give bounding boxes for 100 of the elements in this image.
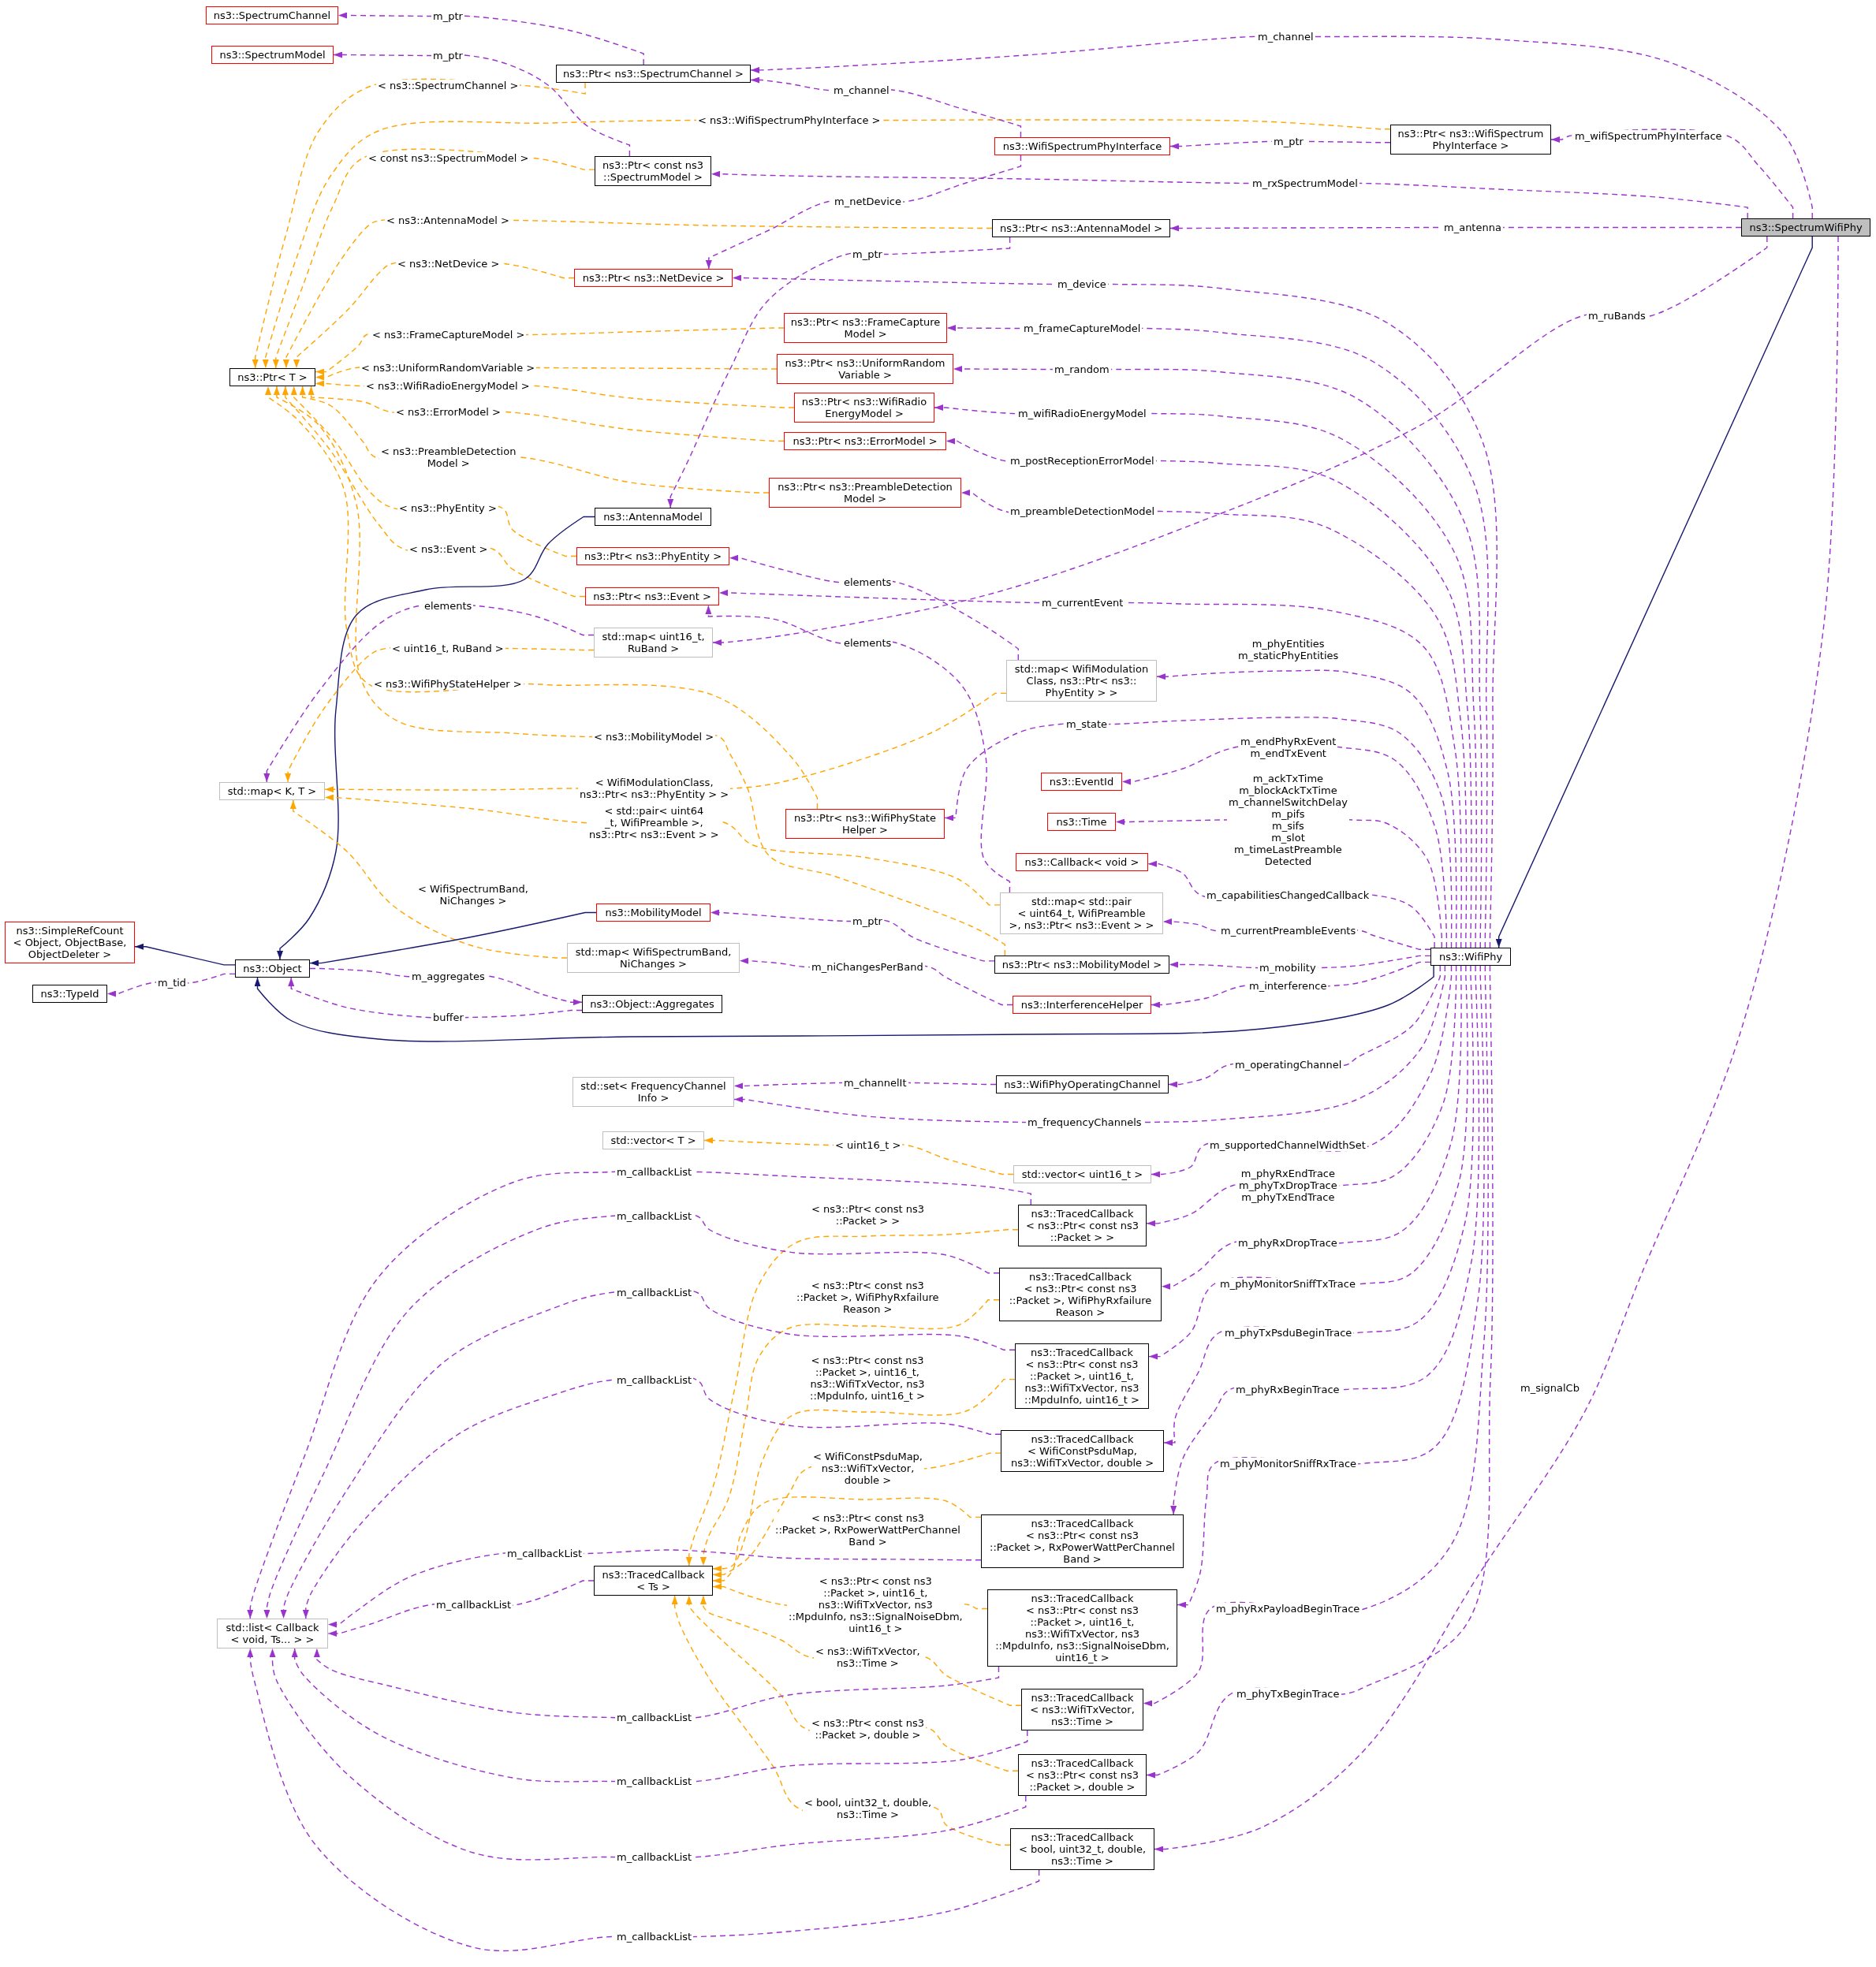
edge-label: m_callbackList xyxy=(615,1712,694,1723)
edge-label: m_phyRxDropTrace xyxy=(1236,1237,1339,1249)
class-box: ns3::Ptr< ns3::ErrorModel > xyxy=(784,432,946,450)
edge-label: m_ptr xyxy=(851,248,884,260)
class-box: ns3::TracedCallback < ns3::Ptr< const ns3 ::Packet >, WifiPhyRxfailure Reason > xyxy=(999,1268,1162,1321)
class-box: ns3::Ptr< ns3::Event > xyxy=(585,587,719,605)
class-box: ns3::SimpleRefCount < Object, ObjectBase, ObjectDeleter > xyxy=(5,922,135,963)
class-box: ns3::TracedCallback < Ts > xyxy=(594,1566,713,1596)
edge-label: < ns3::PreambleDetection Model > xyxy=(379,445,518,469)
edge-label: m_channel xyxy=(1256,31,1315,43)
edge-label: m_frameCaptureModel xyxy=(1022,322,1143,334)
class-box: ns3::Ptr< const ns3 ::SpectrumModel > xyxy=(595,156,711,186)
edge-label: m_ruBands xyxy=(1587,310,1647,322)
edge-label: elements xyxy=(423,600,474,612)
dashed-arrow xyxy=(710,909,995,962)
edge-label: m_wifiSpectrumPhyInterface xyxy=(1573,130,1724,142)
edge-label: < ns3::PhyEntity > xyxy=(397,502,498,514)
dashed-arrow xyxy=(338,12,644,65)
dashed-arrow xyxy=(1169,225,1742,232)
class-box: ns3::WifiPhy xyxy=(1430,948,1511,966)
edge-label: m_postReceptionErrorModel xyxy=(1009,455,1156,467)
edge-label: m_currentEvent xyxy=(1040,597,1125,609)
dashed-arrow xyxy=(272,148,595,369)
class-box: ns3::WifiPhyOperatingChannel xyxy=(996,1075,1169,1093)
edge-label: elements xyxy=(842,576,893,588)
class-box: ns3::Ptr< ns3::MobilityModel > xyxy=(994,956,1169,974)
class-box: std::vector< uint16_t > xyxy=(1013,1165,1151,1183)
edge-label: m_phyTxPsduBeginTrace xyxy=(1223,1327,1354,1339)
class-box: ns3::Callback< void > xyxy=(1016,853,1148,871)
class-box: ns3::EventId xyxy=(1041,773,1122,791)
edge-label: m_callbackList xyxy=(615,1374,694,1386)
class-box: ns3::Time xyxy=(1047,813,1116,831)
dashed-arrow xyxy=(667,237,1011,509)
class-box: ns3::TracedCallback < ns3::WifiTxVector, ns3::Time > xyxy=(1021,1689,1143,1730)
edge-label: m_callbackList xyxy=(615,1775,694,1787)
dashed-arrow xyxy=(712,236,1768,646)
edge-label: < ns3::MobilityModel > xyxy=(592,731,716,743)
class-box: ns3::TracedCallback < bool, uint32_t, double, ns3::Time > xyxy=(1010,1828,1154,1870)
class-box: std::map< WifiSpectrumBand, NiChanges > xyxy=(567,943,740,973)
edge-label: < ns3::Ptr< const ns3 ::Packet >, uint16_t, ns3::WifiTxVector, ns3 ::MpduInfo, uint16_t > xyxy=(808,1354,927,1402)
edge-label: m_frequencyChannels xyxy=(1026,1116,1143,1128)
edge-label: < std::pair< uint64 _t, WifiPreamble >, ns3::Ptr< ns3::Event > > xyxy=(587,805,721,840)
edge-label: m_operatingChannel xyxy=(1233,1059,1344,1071)
class-box: ns3::MobilityModel xyxy=(596,903,710,922)
class-box: ns3::SpectrumChannel xyxy=(206,6,338,24)
class-box: ns3::TracedCallback < ns3::Ptr< const ns3 ::Packet >, RxPowerWattPerChannel Band > xyxy=(981,1514,1184,1568)
dashed-arrow xyxy=(273,386,1005,956)
edge-label: < ns3::Ptr< const ns3 ::Packet >, uint16_t, ns3::WifiTxVector, ns3 ::MpduInfo, ns3::SignalNoiseDbm, uint16_t > xyxy=(787,1575,964,1634)
dashed-arrow xyxy=(288,977,583,1019)
dashed-arrow xyxy=(247,1648,1040,1952)
edge-label: m_channelIt xyxy=(842,1077,908,1089)
edge-label: m_ptr xyxy=(431,50,464,61)
class-box: ns3::Object::Aggregates xyxy=(582,995,722,1013)
edge-label: < WifiSpectrumBand, NiChanges > xyxy=(416,883,530,907)
edge-label: m_niChangesPerBand xyxy=(810,961,925,973)
edge-label: < WifiConstPsduMap, ns3::WifiTxVector, double > xyxy=(811,1451,924,1486)
class-box: std::list< Callback < void, Ts... > > xyxy=(217,1619,328,1648)
edge-label: m_rxSpectrumModel xyxy=(1251,177,1359,189)
edge-label: < const ns3::SpectrumModel > xyxy=(367,152,531,164)
edge-label: m_callbackList xyxy=(615,1851,694,1863)
edge-label: < ns3::Ptr< const ns3 ::Packet >, RxPowerWattPerChannel Band > xyxy=(774,1512,962,1548)
dashed-arrow xyxy=(732,274,1497,948)
edge-label: m_callbackList xyxy=(615,1166,694,1178)
edge-label: m_phyMonitorSniffTxTrace xyxy=(1218,1278,1357,1290)
edge-label: m_ackTxTime m_blockAckTxTime m_channelSwitchDelay m_pifs m_sifs m_slot m_timeLastPreamble Detected xyxy=(1227,773,1349,867)
class-box: ns3::Ptr< ns3::WifiRadio EnergyModel > xyxy=(794,393,934,423)
dashed-arrow xyxy=(712,1496,982,1584)
edge-label: < ns3::SpectrumChannel > xyxy=(376,80,520,91)
edge-label: m_supportedChannelWidthSet xyxy=(1208,1139,1367,1151)
class-box: ns3::Ptr< ns3::WifiPhyState Helper > xyxy=(785,809,945,839)
edge-label: < ns3::WifiTxVector, ns3::Time > xyxy=(814,1645,922,1669)
edge-label: m_currentPreambleEvents xyxy=(1219,925,1358,937)
edge-label: m_ptr xyxy=(1272,136,1305,147)
class-box: ns3::AntennaModel xyxy=(595,508,711,526)
dashed-arrow xyxy=(291,1648,1028,1783)
dashed-arrow xyxy=(699,1299,1000,1567)
edge-label: m_random xyxy=(1053,363,1111,375)
arrow xyxy=(134,943,236,966)
edge-label: m_netDevice xyxy=(833,196,903,207)
edge-label: < ns3::AntennaModel > xyxy=(385,214,511,226)
edge-label: < WifiModulationClass, ns3::Ptr< ns3::PhyEntity > > xyxy=(578,777,731,800)
dashed-arrow xyxy=(705,605,1011,893)
class-box: ns3::Ptr< ns3::PreambleDetection Model > xyxy=(769,478,961,508)
edge-label: < ns3::WifiPhyStateHelper > xyxy=(372,678,524,690)
edge-label: < ns3::FrameCaptureModel > xyxy=(371,329,527,341)
dashed-arrow xyxy=(269,1648,1027,1861)
class-box: ns3::SpectrumModel xyxy=(211,46,334,64)
class-box: std::vector< T > xyxy=(602,1131,704,1149)
class-box: ns3::TracedCallback < ns3::Ptr< const ns3 ::Packet >, uint16_t, ns3::WifiTxVector, ns3 ::MpduInfo, ns3::SignalNoiseDbm, uint16_t > xyxy=(987,1589,1177,1667)
edge-label: m_ptr xyxy=(431,10,464,22)
edge-label: m_endPhyRxEvent m_endTxEvent xyxy=(1239,736,1338,759)
arrow xyxy=(254,965,1434,1042)
dashed-arrow xyxy=(289,799,568,959)
edge-label: < ns3::NetDevice > xyxy=(396,258,502,270)
dashed-arrow xyxy=(1156,669,1457,948)
class-box: std::map< K, T > xyxy=(219,782,325,800)
edge-label: m_interference xyxy=(1248,980,1329,992)
dashed-arrow xyxy=(710,170,1748,219)
class-box: ns3::Ptr< ns3::UniformRandom Variable > xyxy=(777,354,953,384)
dashed-arrow xyxy=(263,603,595,783)
